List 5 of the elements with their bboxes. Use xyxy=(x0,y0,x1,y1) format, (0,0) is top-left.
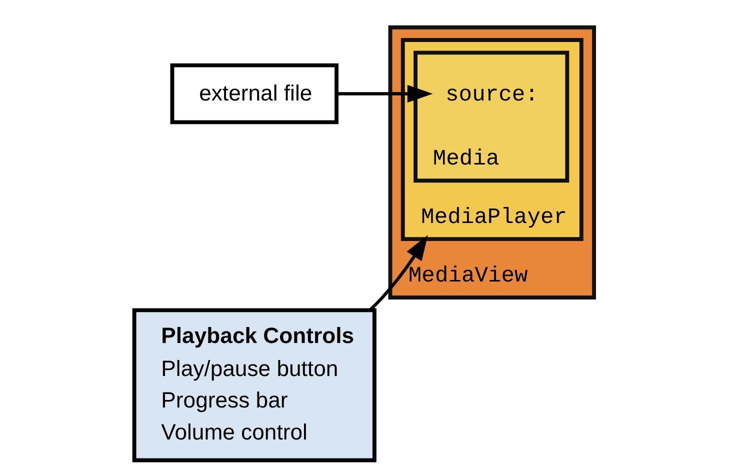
arrow xyxy=(336,84,432,103)
node-box: external file xyxy=(170,63,338,124)
arrow xyxy=(368,235,428,311)
node-text: source: xyxy=(445,82,538,108)
node-box: Playback Controls Play/pause button Progress bar Volume control xyxy=(132,308,376,462)
